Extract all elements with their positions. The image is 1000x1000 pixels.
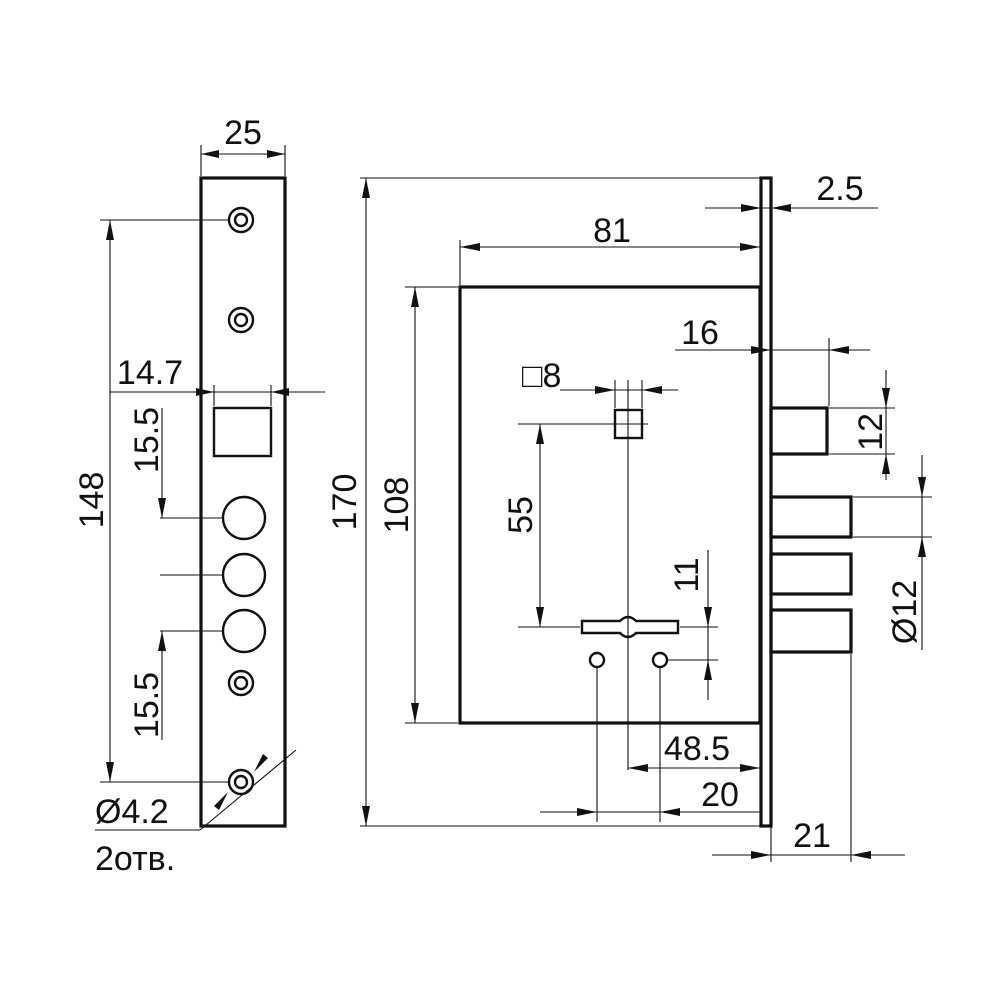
keyhole <box>580 615 680 639</box>
dim-bolt-diameter: Ø12 <box>853 455 932 650</box>
dim-latch-projection: 16 <box>675 314 870 406</box>
lock-body-view: 170 108 81 2.5 <box>326 170 932 862</box>
dim-label-15-5-upper: 15.5 <box>128 407 166 473</box>
dim-faceplate-width: 25 <box>200 114 286 176</box>
faceplate-view: 25 148 14.7 15.5 <box>73 114 325 878</box>
dead-bolt-2 <box>769 552 853 596</box>
dim-label-170: 170 <box>326 474 364 531</box>
dim-label-15-5-lower: 15.5 <box>128 672 166 738</box>
dim-label-148: 148 <box>73 472 111 529</box>
dim-label-20: 20 <box>701 776 739 814</box>
dim-bolt-extension: 21 <box>712 654 905 862</box>
dim-upper-offset: 15.5 <box>128 407 166 518</box>
screw-hole-upper <box>227 306 255 334</box>
dead-bolt-3 <box>769 608 853 654</box>
dim-label-square-8: □8 <box>522 357 561 395</box>
dim-faceplate-thickness: 2.5 <box>705 170 878 212</box>
dim-backset-spindle: 48.5 <box>628 730 760 772</box>
dim-spindle-keyhole: 55 <box>502 423 648 628</box>
dim-label-21: 21 <box>793 817 831 855</box>
fixing-hole-left <box>588 651 606 669</box>
dim-keyhole-holes: 11 <box>668 550 718 700</box>
dim-hole-spacing: 148 <box>73 219 230 783</box>
dim-label-diameter-4-2: Ø4.2 <box>95 793 169 831</box>
screw-hole-lower <box>227 669 255 697</box>
faceplate-outline <box>199 176 287 828</box>
mount-hole-top <box>227 206 255 234</box>
square-opening <box>212 406 273 458</box>
dim-label-11: 11 <box>668 557 706 592</box>
dim-label-2-5: 2.5 <box>816 170 863 208</box>
dim-label-108: 108 <box>378 477 416 534</box>
dim-label-14-7: 14.7 <box>117 354 183 392</box>
bolt-hole-3 <box>221 608 267 654</box>
dim-spindle-square: □8 <box>522 357 678 408</box>
dim-body-height: 108 <box>378 286 458 724</box>
fixing-hole-right <box>651 651 669 669</box>
dim-label-55: 55 <box>502 496 540 534</box>
dim-label-hole-count: 2отв. <box>95 840 175 878</box>
bolt-hole-2 <box>221 552 267 598</box>
dim-total-height: 170 <box>326 177 760 827</box>
dim-lower-offset: 15.5 <box>128 631 166 740</box>
dim-label-25: 25 <box>224 114 262 152</box>
dim-label-48-5: 48.5 <box>664 730 730 768</box>
dim-backset-holes: 20 <box>540 668 760 822</box>
mount-hole-bottom <box>227 768 255 796</box>
bolt-hole-1 <box>221 495 267 541</box>
dim-label-16: 16 <box>681 314 719 352</box>
latch-bolt <box>769 406 829 456</box>
dead-bolt-1 <box>769 495 853 539</box>
dim-body-depth: 81 <box>459 212 760 285</box>
dim-square-width: 14.7 <box>110 354 325 406</box>
dim-mount-hole: Ø4.2 2отв. <box>95 749 297 878</box>
dim-latch-width: 12 <box>829 370 895 480</box>
dim-label-12: 12 <box>852 413 890 451</box>
dim-label-81: 81 <box>593 212 631 250</box>
dim-label-diameter-12: Ø12 <box>886 580 924 644</box>
